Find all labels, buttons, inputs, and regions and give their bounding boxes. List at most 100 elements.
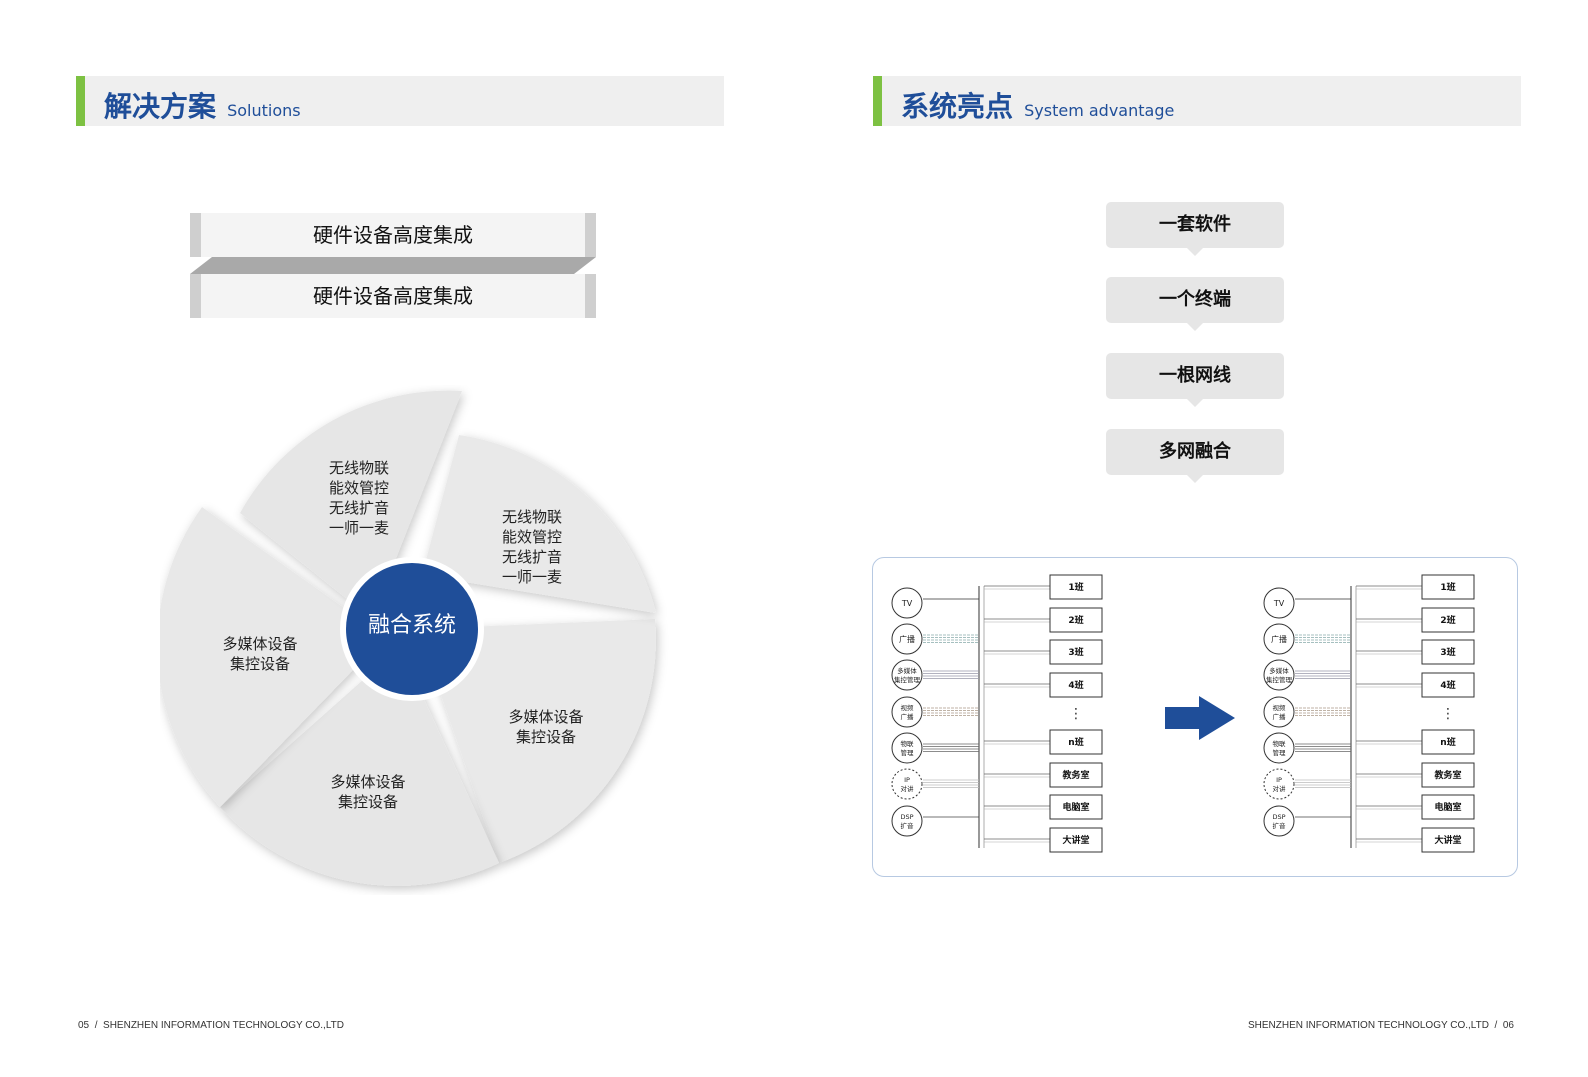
source-label: 扩音: [1273, 821, 1287, 830]
source-label: 对讲: [1273, 784, 1287, 793]
room-label: 4班: [1068, 679, 1083, 691]
room-label: 大讲堂: [1062, 834, 1089, 846]
wheel-segment-left: [160, 507, 385, 807]
advantage-bubble: 一个终端: [1106, 277, 1284, 331]
room-label: 4班: [1440, 679, 1455, 691]
room-box: [1049, 639, 1103, 665]
room-box: [1049, 762, 1103, 788]
section-title: 解决方案 Solutions: [104, 85, 301, 125]
ribbon-bottom: 硬件设备高度集成: [190, 274, 596, 318]
wheel-segment-text: 多媒体设备 集控设备: [508, 708, 584, 746]
section-title-en: Solutions: [227, 101, 301, 120]
wheel-center-label: 融合系统: [367, 613, 456, 638]
wheel-segment-top-left: [240, 390, 462, 619]
arrow-right-icon: [1165, 696, 1235, 740]
source-label: TV: [1273, 599, 1285, 608]
wheel-segment-top-right: [422, 435, 656, 613]
source-label: 集控管理: [1266, 675, 1293, 684]
room-label: 1班: [1068, 581, 1083, 593]
section-title: 系统亮点 System advantage: [901, 85, 1174, 125]
room-box: [1421, 607, 1475, 633]
wheel-segment-bottom-right: [418, 619, 656, 863]
source-node: [891, 732, 923, 764]
advantage-bubble: 一根网线: [1106, 353, 1284, 407]
section-title-zh: 系统亮点: [901, 90, 1014, 123]
source-node: [1263, 659, 1295, 691]
header-accent-bar: [76, 76, 85, 126]
source-label: 广播: [1271, 634, 1287, 644]
source-label: 物联: [901, 739, 915, 748]
header-accent-bar: [873, 76, 882, 126]
source-node: [891, 587, 923, 619]
company-name: SHENZHEN INFORMATION TECHNOLOGY CO.,LTD: [103, 1020, 344, 1031]
wheel-center: [346, 563, 478, 695]
room-label: 3班: [1068, 646, 1083, 658]
ribbon-fold: [190, 257, 596, 274]
room-label: n班: [1440, 736, 1455, 748]
ellipsis-marker: ⋮: [1441, 706, 1455, 722]
source-label: 广播: [1273, 712, 1287, 721]
room-box: [1421, 672, 1475, 698]
network-diagram-canvas: TV广播多媒体集控管理视频广播物联管理IP对讲DSP扩音1班2班3班4班n班教务…: [891, 574, 1475, 853]
page-number: 06: [1502, 1020, 1514, 1031]
source-node: [891, 696, 923, 728]
room-box: [1049, 607, 1103, 633]
section-title-en: System advantage: [1024, 101, 1175, 120]
room-box: [1421, 762, 1475, 788]
wheel-segment-text: 无线物联 能效管控 无线扩音 一师一麦: [328, 459, 389, 537]
source-label: 广播: [901, 712, 915, 721]
room-label: 电脑室: [1062, 801, 1089, 813]
room-label: n班: [1068, 736, 1083, 748]
room-label: 1班: [1440, 581, 1455, 593]
source-label: IP: [904, 776, 910, 784]
source-label: TV: [901, 599, 913, 608]
advantage-bubble: 一套软件: [1106, 202, 1284, 256]
room-label: 教务室: [1433, 769, 1461, 781]
ribbon-label: 硬件设备高度集成: [313, 223, 473, 247]
source-node: [1263, 732, 1295, 764]
source-label: 物联: [1273, 739, 1287, 748]
room-box: [1049, 827, 1103, 853]
source-label: 多媒体: [897, 666, 917, 675]
room-label: 3班: [1440, 646, 1455, 658]
source-label: 视频: [1273, 703, 1287, 712]
fusion-wheel: [160, 390, 656, 886]
room-label: 2班: [1068, 614, 1083, 626]
source-label: 多媒体: [1269, 666, 1289, 675]
source-label: 对讲: [901, 784, 915, 793]
source-label: 视频: [901, 703, 915, 712]
source-label: 管理: [1273, 748, 1287, 757]
source-node: [891, 805, 923, 837]
source-label: DSP: [900, 813, 913, 821]
room-box: [1421, 574, 1475, 600]
advantage-bubble: 多网融合: [1106, 429, 1284, 483]
page-number: 05: [78, 1020, 90, 1031]
source-node: [891, 659, 923, 691]
source-label: 管理: [901, 748, 915, 757]
source-label: IP: [1276, 776, 1282, 784]
source-label: 集控管理: [894, 675, 921, 684]
section-header-solutions: 解决方案 Solutions: [76, 76, 724, 126]
footer-right: SHENZHEN INFORMATION TECHNOLOGY CO.,LTD …: [1248, 1020, 1514, 1031]
room-label: 教务室: [1061, 769, 1089, 781]
source-node: [891, 623, 923, 655]
wheel-segment-bottom: [220, 647, 499, 886]
room-box: [1421, 729, 1475, 755]
room-label: 电脑室: [1434, 801, 1461, 813]
ribbon-top: 硬件设备高度集成: [190, 213, 596, 257]
wheel-segment-text: 多媒体设备 集控设备: [330, 773, 406, 811]
wheel-segment-text: 无线物联 能效管控 无线扩音 一师一麦: [501, 508, 562, 586]
section-title-zh: 解决方案: [104, 90, 217, 123]
room-box: [1421, 639, 1475, 665]
source-node: [1263, 768, 1295, 800]
room-label: 大讲堂: [1434, 834, 1461, 846]
section-header-advantage: 系统亮点 System advantage: [873, 76, 1521, 126]
source-node: [1263, 623, 1295, 655]
source-label: 广播: [899, 634, 915, 644]
source-node: [1263, 696, 1295, 728]
source-node: [891, 768, 923, 800]
source-node: [1263, 587, 1295, 619]
room-box: [1421, 827, 1475, 853]
ellipsis-marker: ⋮: [1069, 706, 1083, 722]
